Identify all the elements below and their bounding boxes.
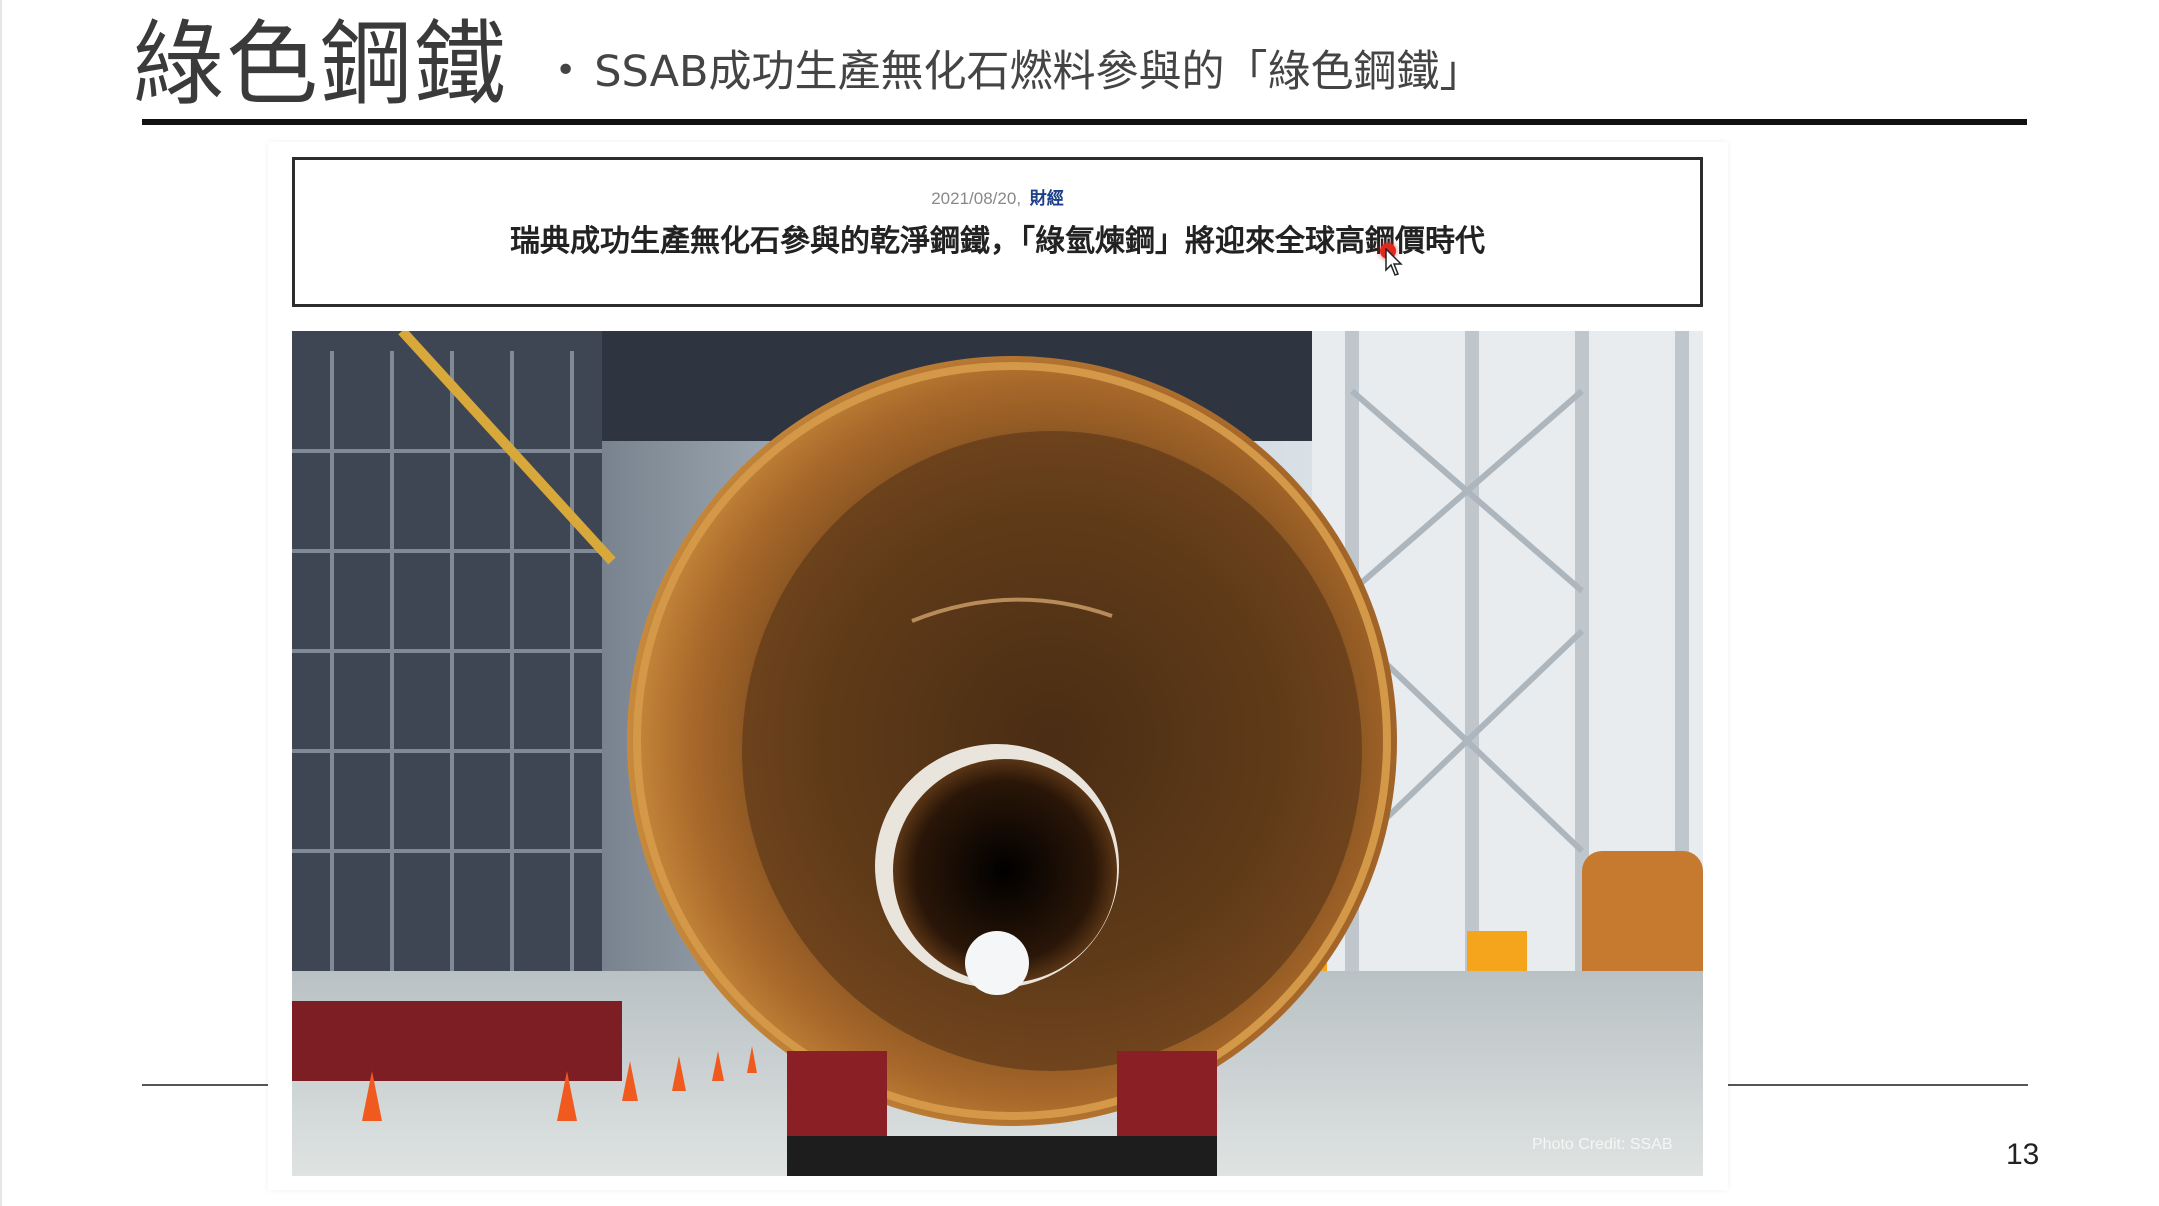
article-header: 2021/08/20, 財經 瑞典成功生產無化石參與的乾淨鋼鐵，「綠氫煉鋼」將迎… bbox=[292, 157, 1703, 307]
footer-divider-left bbox=[142, 1084, 270, 1086]
footer-divider-right bbox=[1728, 1084, 2028, 1086]
article-headline[interactable]: 瑞典成功生產無化石參與的乾淨鋼鐵，「綠氫煉鋼」將迎來全球高鋼價時代 bbox=[510, 224, 1485, 259]
bullet-icon: • bbox=[555, 50, 577, 91]
slide-title: 綠色鋼鐵 bbox=[132, 11, 509, 118]
slide-subtitle: • SSAB成功生產無化石燃料參與的「綠色鋼鐵」 bbox=[555, 42, 1483, 105]
article-date: 2021/08/20 bbox=[931, 189, 1017, 208]
article-meta: 2021/08/20, 財經 bbox=[931, 189, 1064, 208]
mouse-pointer-icon bbox=[1385, 248, 1403, 276]
article-photo: Photo Credit: SSAB bbox=[292, 331, 1703, 1176]
page-number: 13 bbox=[2006, 1138, 2040, 1171]
steel-pipe-photo: Photo Credit: SSAB bbox=[292, 331, 1703, 1176]
slide-left-edge bbox=[0, 0, 2, 1206]
subtitle-text: SSAB成功生產無化石燃料參與的「綠色鋼鐵」 bbox=[594, 47, 1483, 97]
title-divider bbox=[142, 119, 2027, 125]
article-category-link[interactable]: 財經 bbox=[1029, 189, 1064, 208]
photo-credit: Photo Credit: SSAB bbox=[1532, 1136, 1673, 1153]
